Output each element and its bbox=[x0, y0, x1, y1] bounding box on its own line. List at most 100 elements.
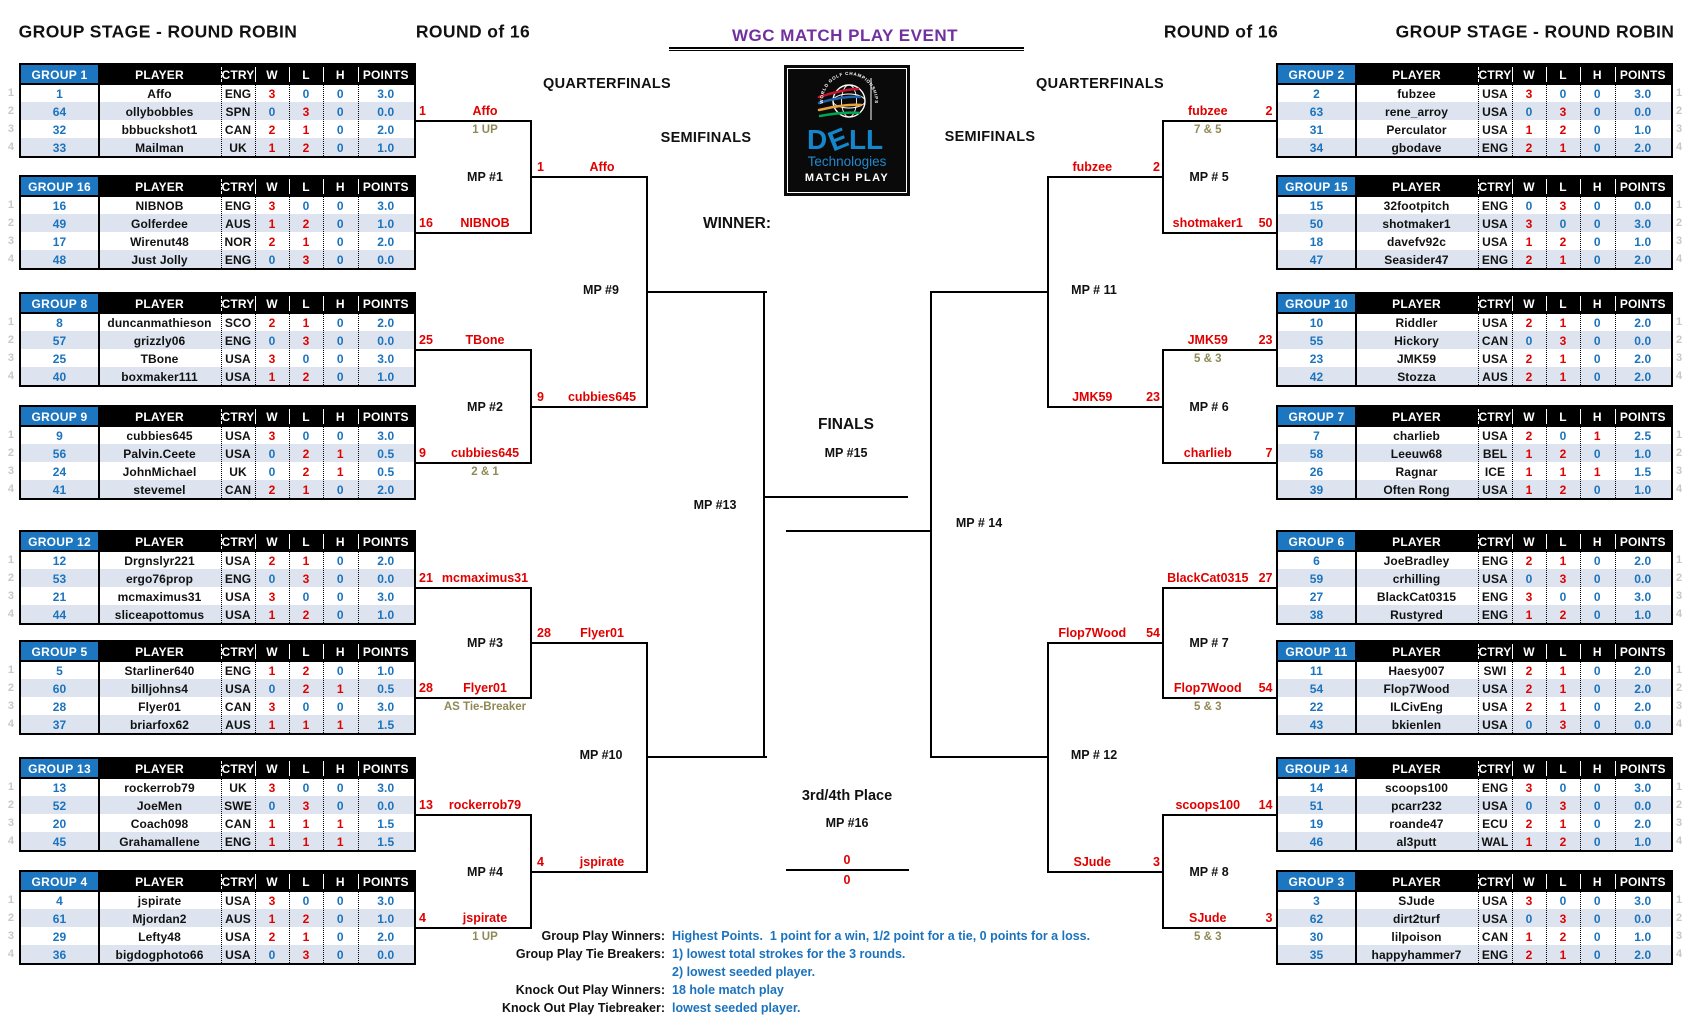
halves-cell: 0 bbox=[336, 216, 344, 231]
column-divider-dotted bbox=[1512, 426, 1513, 498]
third-place-score-bottom: 0 bbox=[843, 873, 851, 887]
points-cell: 1.0 bbox=[377, 607, 395, 622]
halves-cell: 0 bbox=[336, 351, 344, 366]
player-cell: bbbuckshot1 bbox=[121, 122, 198, 137]
wins-cell: 2 bbox=[1525, 681, 1533, 696]
player-cell: ollybobbles bbox=[125, 104, 194, 119]
seed-cell: 60 bbox=[52, 681, 67, 696]
player-cell: Rustyred bbox=[1390, 607, 1443, 622]
ctry-cell: USA bbox=[1482, 911, 1508, 926]
ctry-cell: ECU bbox=[1482, 816, 1508, 831]
wins-cell: 0 bbox=[1525, 798, 1533, 813]
seed-cell: 41 bbox=[52, 482, 67, 497]
seed-cell: 9 bbox=[56, 428, 63, 443]
seed-column-divider bbox=[98, 759, 100, 850]
match-line-top bbox=[414, 120, 532, 122]
header-separator bbox=[1614, 761, 1616, 776]
halves-cell: 0 bbox=[336, 893, 344, 908]
losses-cell: 3 bbox=[302, 571, 310, 586]
table-row bbox=[1278, 120, 1671, 138]
player-cell: BlackCat0315 bbox=[1376, 589, 1457, 604]
group-name-label: GROUP 3 bbox=[1288, 875, 1345, 889]
ctry-cell: USA bbox=[225, 607, 251, 622]
header-separator bbox=[221, 179, 223, 194]
seed-cell: 27 bbox=[1309, 589, 1324, 604]
losses-cell: 2 bbox=[1559, 122, 1567, 137]
wins-cell: 2 bbox=[1525, 369, 1533, 384]
ctry-header: CTRY bbox=[1478, 297, 1512, 311]
halves-cell: 0 bbox=[1593, 104, 1601, 119]
halves-cell: 0 bbox=[336, 104, 344, 119]
rank-number: 3 bbox=[7, 352, 14, 364]
group-name-label: GROUP 12 bbox=[28, 535, 91, 549]
winner-line bbox=[1046, 405, 1162, 408]
third-place-title: 3rd/4th Place bbox=[801, 788, 893, 804]
ctry-cell: UK bbox=[229, 780, 247, 795]
points-cell: 3.0 bbox=[377, 589, 395, 604]
player-header: PLAYER bbox=[1392, 875, 1441, 889]
table-row bbox=[1278, 331, 1671, 349]
table-row bbox=[1278, 569, 1671, 587]
seed-cell: 24 bbox=[52, 464, 67, 479]
losses-cell: 1 bbox=[1559, 464, 1567, 479]
seed-cell: 12 bbox=[52, 553, 67, 568]
table-border bbox=[19, 63, 416, 158]
group-name-label: GROUP 5 bbox=[31, 645, 88, 659]
rank-number: 4 bbox=[1676, 141, 1683, 153]
wins-cell: 3 bbox=[1525, 86, 1533, 101]
column-divider-dotted bbox=[221, 778, 222, 850]
seed-cell: 17 bbox=[52, 234, 67, 249]
h-header: H bbox=[335, 297, 345, 311]
event-title: WGC MATCH PLAY EVENT bbox=[732, 26, 958, 45]
wins-cell: 1 bbox=[268, 140, 276, 155]
player-cell: Perculator bbox=[1386, 122, 1447, 137]
w-header: W bbox=[1523, 762, 1535, 776]
header-underline bbox=[1278, 424, 1671, 427]
player-cell: Seasider47 bbox=[1384, 252, 1449, 267]
header-underline bbox=[21, 549, 414, 552]
group-name-label: GROUP 11 bbox=[1285, 645, 1348, 659]
winner-line bbox=[532, 870, 648, 873]
wins-cell: 1 bbox=[1525, 464, 1533, 479]
header-separator bbox=[1546, 644, 1547, 659]
group-name-cell bbox=[1278, 532, 1355, 551]
player-cell: JohnMichael bbox=[122, 464, 197, 479]
header-separator bbox=[357, 179, 359, 194]
halves-cell: 0 bbox=[1593, 947, 1601, 962]
match-bracket-vertical bbox=[530, 587, 532, 699]
table-header-row bbox=[1278, 177, 1671, 196]
table-row bbox=[21, 569, 414, 587]
losses-cell: 2 bbox=[302, 216, 310, 231]
ctry-cell: USA bbox=[1482, 699, 1508, 714]
ctry-cell: AUS bbox=[225, 911, 251, 926]
points-cell: 1.0 bbox=[1634, 234, 1652, 249]
table-row bbox=[21, 196, 414, 214]
column-divider-dotted bbox=[1512, 84, 1513, 156]
halves-cell: 0 bbox=[1593, 798, 1601, 813]
halves-cell: 0 bbox=[1593, 553, 1601, 568]
match-player2-name: NIBNOB bbox=[460, 216, 510, 230]
group-name-label: GROUP 6 bbox=[1288, 535, 1345, 549]
points-cell: 1.0 bbox=[1634, 834, 1652, 849]
ctry-cell: ENG bbox=[224, 252, 252, 267]
match-bracket-vertical bbox=[530, 349, 532, 464]
points-cell: 0.0 bbox=[1634, 198, 1652, 213]
rank-number: 1 bbox=[7, 199, 14, 211]
seed-cell: 16 bbox=[52, 198, 67, 213]
match-line-bottom bbox=[1162, 927, 1278, 929]
seed-cell: 49 bbox=[52, 216, 67, 231]
group-name-label: GROUP 1 bbox=[31, 68, 88, 82]
w-header: W bbox=[1523, 410, 1535, 424]
points-cell: 2.0 bbox=[1634, 699, 1652, 714]
losses-cell: 0 bbox=[302, 893, 310, 908]
points-cell: 1.5 bbox=[1634, 464, 1652, 479]
h-header: H bbox=[335, 762, 345, 776]
header-separator bbox=[1478, 874, 1480, 889]
header-separator bbox=[357, 296, 359, 311]
losses-cell: 1 bbox=[302, 717, 310, 732]
ctry-cell: USA bbox=[225, 351, 251, 366]
ctry-cell: USA bbox=[1482, 104, 1508, 119]
group-name-cell bbox=[21, 532, 98, 551]
seed-cell: 62 bbox=[1309, 911, 1324, 926]
